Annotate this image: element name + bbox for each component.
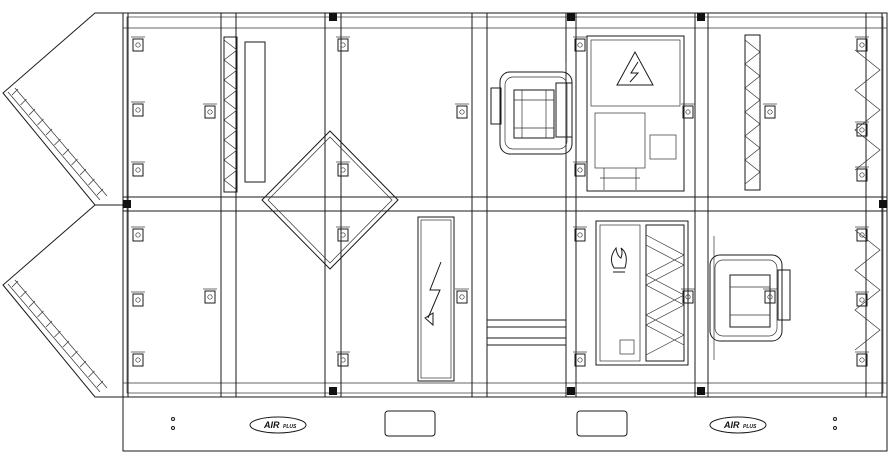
louver-blade <box>45 320 53 328</box>
louver-blade <box>20 98 27 106</box>
section-dividers <box>127 13 883 397</box>
louver-blade <box>62 148 70 156</box>
door-hinge <box>855 291 869 307</box>
louver-blade <box>45 128 53 136</box>
louver-blade <box>88 178 95 186</box>
door-hinge <box>131 226 145 242</box>
louver-blade <box>37 118 44 126</box>
louver-blade <box>79 168 87 176</box>
door-hinge <box>203 288 217 304</box>
louver-blade <box>28 300 36 308</box>
door-hinge <box>336 351 350 367</box>
flow-straightener <box>487 319 566 346</box>
door-hinge <box>573 226 587 242</box>
door-hinges <box>131 36 869 367</box>
louver-blade <box>96 188 104 196</box>
door-hinge <box>855 36 869 52</box>
flame-icon <box>610 246 627 273</box>
louver-blade <box>71 158 78 166</box>
louver-blade <box>71 350 78 358</box>
door-hinge <box>855 166 869 182</box>
intake-louvers-upper <box>2 12 123 206</box>
brand-logo-right: AIR PLUS <box>709 416 767 434</box>
door-hinge <box>855 351 869 367</box>
louver-blade <box>79 360 87 368</box>
door-hinge <box>455 103 469 119</box>
corner-blocks <box>123 13 887 395</box>
louver-blade <box>11 280 19 288</box>
louver-blade <box>11 88 19 96</box>
door-hinge <box>855 226 869 242</box>
door-hinge <box>573 351 587 367</box>
louver-blades <box>11 88 104 388</box>
door-hinge <box>131 291 145 307</box>
brand-logo-left: AIR PLUS <box>249 416 307 434</box>
louver-blade <box>54 138 61 146</box>
damper-cooling-section <box>595 220 689 366</box>
door-hinge <box>763 103 777 119</box>
svg-text:AIR: AIR <box>263 420 280 430</box>
door-hinge <box>336 36 350 52</box>
fan-section-lower <box>709 236 791 360</box>
louver-blade <box>62 340 70 348</box>
intake-louvers-lower <box>2 204 123 398</box>
heat-exchanger-section <box>261 130 399 270</box>
door-hinge <box>681 103 695 119</box>
svg-text:PLUS: PLUS <box>283 424 297 430</box>
fan-section-upper <box>490 62 573 160</box>
louver-blade <box>96 380 104 388</box>
door-hinge <box>573 161 587 177</box>
door-hinge <box>203 103 217 119</box>
door-hinge <box>336 161 350 177</box>
control-panel <box>586 35 685 192</box>
door-hinge <box>131 101 145 117</box>
filter-section <box>223 36 266 193</box>
louver-blade <box>20 290 27 298</box>
door-hinge <box>455 288 469 304</box>
unit-housing <box>122 12 888 398</box>
svg-text:PLUS: PLUS <box>743 424 757 430</box>
louver-blade <box>37 310 44 318</box>
lightning-icon <box>427 261 442 319</box>
outlet-section <box>854 49 881 351</box>
svg-text:AIR: AIR <box>723 420 740 430</box>
electric-heater-section <box>417 216 455 382</box>
door-hinge <box>336 226 350 242</box>
high-voltage-warning-icon <box>616 50 654 86</box>
louver-blade <box>88 370 95 378</box>
louver-blade <box>54 330 61 338</box>
door-hinge <box>131 36 145 52</box>
door-hinge <box>131 161 145 177</box>
door-hinge <box>573 36 587 52</box>
door-hinge <box>131 351 145 367</box>
base-frame <box>122 396 888 452</box>
louver-blade <box>28 108 36 116</box>
filter-section-right <box>744 34 761 191</box>
